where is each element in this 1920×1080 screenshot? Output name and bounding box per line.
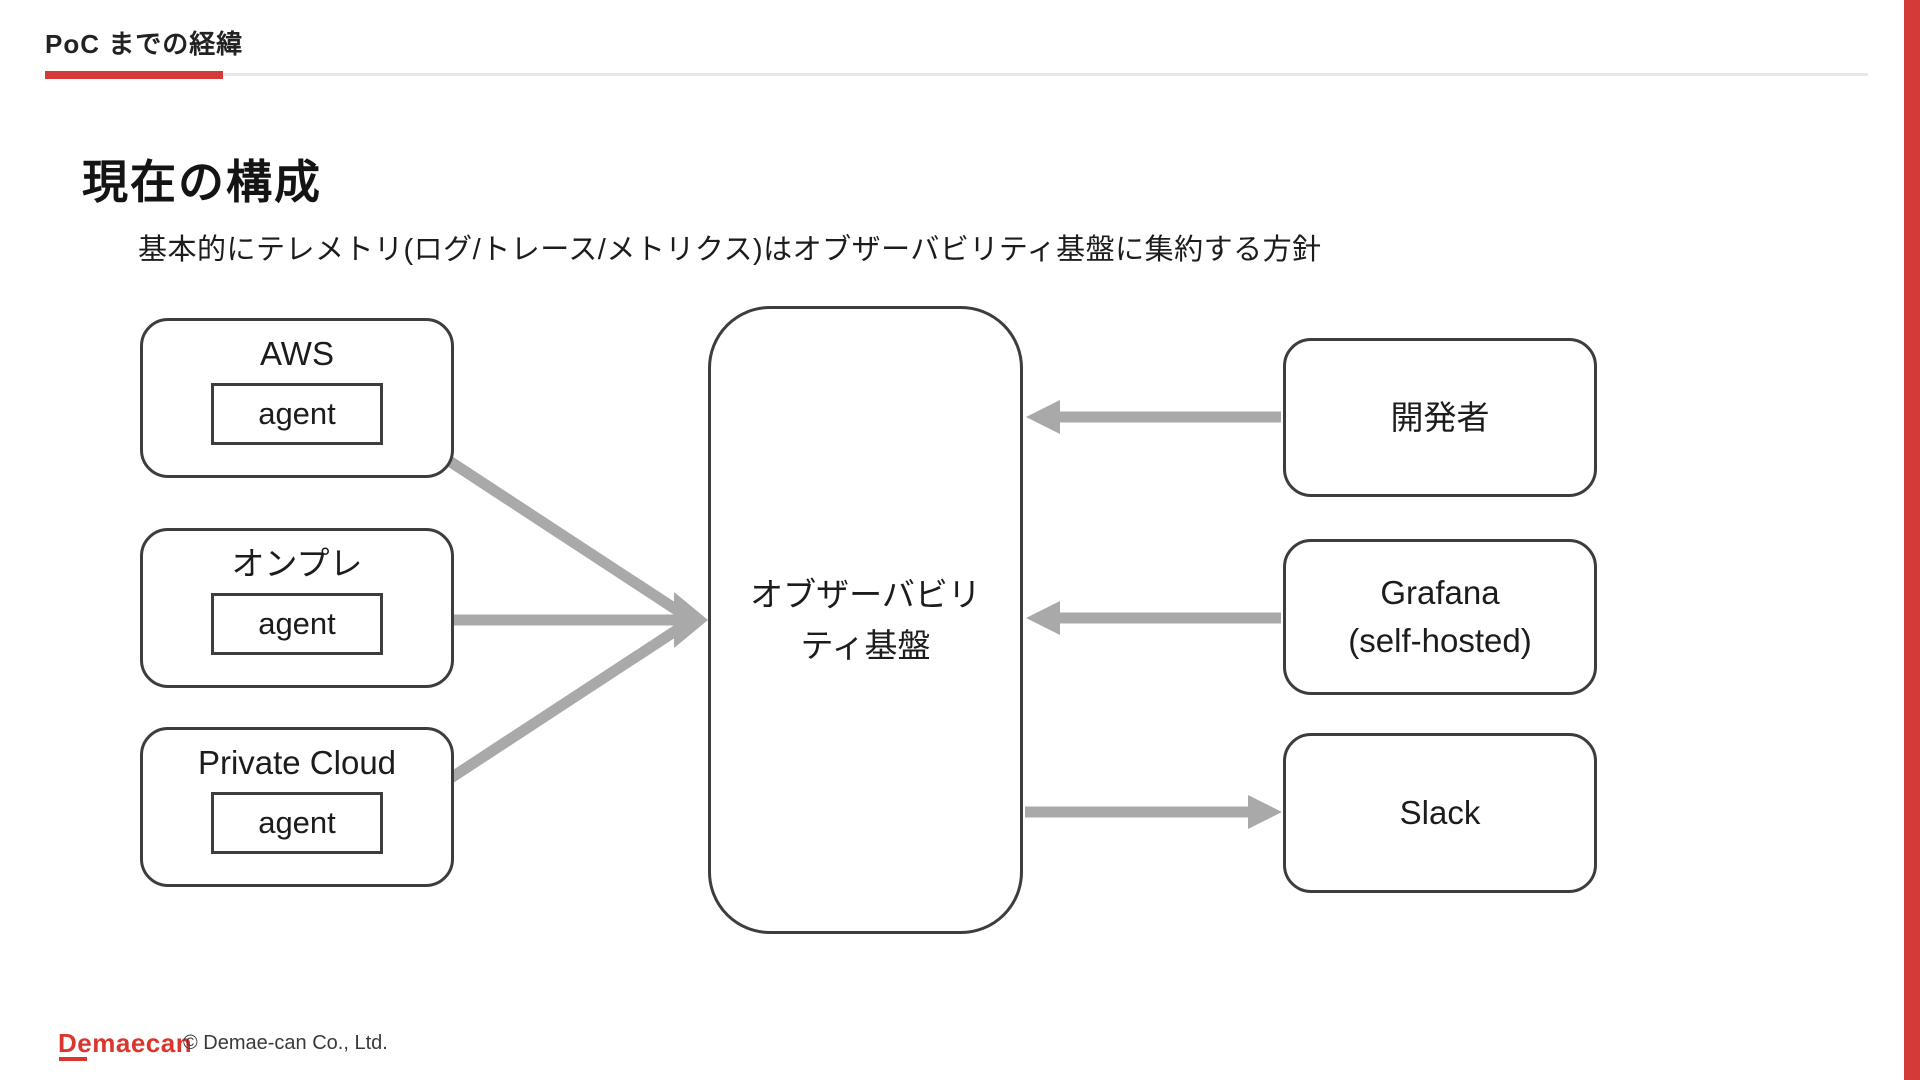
- demaecan-logo: Demaecan: [58, 1028, 193, 1058]
- node-developer-label: 開発者: [1390, 398, 1490, 436]
- slide-edge-accent-strip: [1904, 0, 1920, 1080]
- slide-title: 現在の構成: [82, 156, 322, 208]
- node-observability-platform: オブザーバビリ ティ基盤: [708, 306, 1023, 934]
- copyright-text: © Demae-can Co., Ltd.: [183, 1032, 388, 1054]
- header-rule: [223, 73, 1868, 76]
- header-accent-underline: [45, 71, 223, 79]
- node-aws: AWS agent: [140, 318, 454, 478]
- node-private-cloud-label: Private Cloud: [197, 744, 397, 781]
- page-header-label: PoC までの経緯: [45, 29, 244, 59]
- arrowhead-into-slack: [1248, 795, 1282, 829]
- node-onpremise-label: オンプレ: [231, 545, 363, 582]
- node-aws-agent: agent: [211, 383, 383, 445]
- node-grafana-label: Grafana (self-hosted): [1348, 574, 1532, 659]
- node-observability-platform-label: オブザーバビリ ティ基盤: [750, 575, 981, 664]
- node-onpremise: オンプレ agent: [140, 528, 454, 688]
- slide-subtitle: 基本的にテレメトリ(ログ/トレース/メトリクス)はオブザーバビリティ基盤に集約す…: [138, 234, 1322, 266]
- node-onpremise-agent: agent: [211, 593, 383, 655]
- arrowhead-merge-into-platform: [674, 592, 708, 648]
- node-slack: Slack: [1283, 733, 1597, 893]
- demaecan-logo-underline: [59, 1057, 87, 1061]
- arrowhead-grafana-into-platform: [1026, 601, 1060, 635]
- node-slack-label: Slack: [1399, 794, 1481, 832]
- node-private-cloud-agent: agent: [211, 792, 383, 854]
- node-developer: 開発者: [1283, 338, 1597, 497]
- node-grafana: Grafana (self-hosted): [1283, 539, 1597, 695]
- node-private-cloud: Private Cloud agent: [140, 727, 454, 887]
- arrowhead-developer-into-platform: [1026, 400, 1060, 434]
- node-aws-label: AWS: [260, 335, 334, 372]
